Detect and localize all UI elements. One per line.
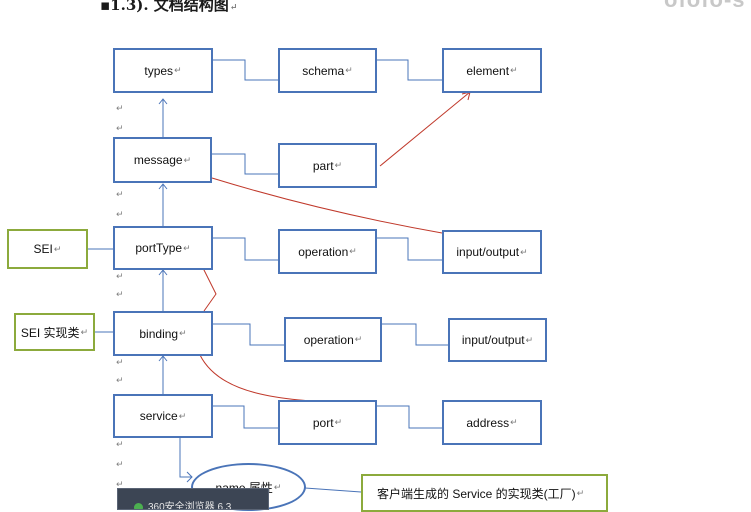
connector-schema-element — [377, 59, 442, 81]
red-line-porttype-binding — [202, 267, 217, 312]
message-box: message↵ — [113, 137, 212, 183]
paragraph-mark: ↵ — [80, 326, 89, 337]
io-label-2: input/output — [461, 333, 525, 347]
message-label: message — [133, 153, 183, 167]
part-label: part — [312, 158, 334, 173]
paragraph-mark: ↵ — [116, 104, 124, 114]
service-label: service — [139, 409, 178, 423]
popup-title: 360安全浏览器 6.3 — [148, 502, 232, 510]
heading-text: 1.3). 文档结构图 — [110, 0, 229, 14]
connector-message-part — [212, 153, 278, 175]
schema-box: schema↵ — [278, 48, 377, 93]
paragraph-mark: ↵ — [116, 440, 124, 450]
connector-port-address — [377, 405, 442, 429]
paragraph-mark: ↵ — [178, 410, 187, 421]
schema-label: schema — [302, 63, 345, 78]
porttype-box: portType↵ — [113, 226, 213, 270]
client-note-label: 客户端生成的 Service 的实现类(工厂) — [377, 486, 576, 501]
client-note-box: 客户端生成的 Service 的实现类(工厂)↵ — [361, 474, 608, 512]
paragraph-mark: ↵ — [183, 242, 191, 253]
paragraph-mark: ↵ — [116, 124, 124, 134]
element-label: element — [466, 63, 510, 78]
red-line-part-element — [379, 91, 471, 167]
porttype-label: portType — [135, 241, 183, 255]
paragraph-mark: ↵ — [510, 417, 518, 427]
browser-taskbar-popup[interactable]: 360安全浏览器 6.3 — [117, 488, 269, 510]
paragraph-mark: ↵ — [53, 243, 62, 254]
paragraph-mark: ↵ — [520, 246, 528, 257]
binding-label: binding — [139, 326, 179, 341]
paragraph-mark: ↵ — [116, 290, 124, 300]
paragraph-mark: ↵ — [116, 480, 124, 490]
operation-label-2: operation — [303, 332, 354, 347]
io-label-1: input/output — [456, 245, 520, 259]
io-box-2: input/output↵ — [448, 318, 547, 362]
connector-operation-io — [377, 237, 442, 261]
types-label: types — [144, 63, 174, 78]
paragraph-mark: ↵ — [183, 154, 192, 165]
paragraph-mark: ↵ — [510, 65, 518, 75]
operation-label-1: operation — [298, 244, 349, 259]
part-box: part↵ — [278, 143, 377, 188]
paragraph-mark: ↵ — [525, 334, 534, 345]
address-label: address — [466, 415, 510, 430]
types-box: types↵ — [113, 48, 213, 93]
port-box: port↵ — [278, 400, 377, 445]
paragraph-mark: ↵ — [116, 376, 124, 386]
io-box-1: input/output↵ — [442, 230, 542, 274]
paragraph-mark: ↵ — [229, 3, 238, 13]
paragraph-mark: ↵ — [116, 460, 124, 470]
paragraph-mark: ↵ — [116, 272, 124, 282]
paragraph-mark: ↵ — [116, 358, 124, 368]
paragraph-mark: ↵ — [179, 328, 187, 338]
sei-label: SEI — [33, 242, 53, 256]
paragraph-mark: ↵ — [116, 210, 124, 220]
address-box: address↵ — [442, 400, 542, 445]
corner-watermark: ofofo-s — [664, 0, 746, 13]
browser-icon — [134, 502, 143, 509]
operation-box-2: operation↵ — [284, 317, 382, 362]
connector-service-name — [179, 438, 192, 478]
heading-bullet: ▪ — [100, 0, 111, 14]
binding-box: binding↵ — [113, 311, 213, 356]
operation-box-1: operation↵ — [278, 229, 377, 274]
sei-impl-box: SEI 实现类↵ — [14, 313, 95, 351]
sei-impl-label: SEI 实现类 — [20, 325, 80, 340]
red-line-message-io — [211, 177, 443, 234]
connector-service-name-arrowhead — [186, 471, 193, 483]
element-box: element↵ — [442, 48, 542, 93]
paragraph-mark: ↵ — [576, 487, 585, 498]
port-label: port — [312, 415, 334, 430]
red-line-binding-port — [199, 354, 347, 404]
paragraph-mark: ↵ — [334, 160, 343, 170]
connector-types-schema — [213, 59, 278, 81]
connector-name-note — [304, 487, 362, 493]
paragraph-mark: ↵ — [273, 481, 282, 492]
paragraph-mark: ↵ — [349, 246, 357, 256]
service-box: service↵ — [113, 394, 213, 438]
section-heading: ▪1.3). 文档结构图↵ — [100, 0, 237, 15]
sei-box: SEI↵ — [7, 229, 88, 269]
connector-porttype-operation — [213, 237, 278, 261]
paragraph-mark: ↵ — [354, 334, 363, 344]
connector-operation2-io2 — [382, 323, 448, 346]
paragraph-mark: ↵ — [116, 190, 124, 200]
paragraph-mark: ↵ — [174, 65, 182, 75]
connector-binding-operation — [213, 323, 284, 346]
connector-service-port — [213, 405, 278, 429]
paragraph-mark: ↵ — [345, 65, 353, 75]
paragraph-mark: ↵ — [334, 417, 343, 427]
